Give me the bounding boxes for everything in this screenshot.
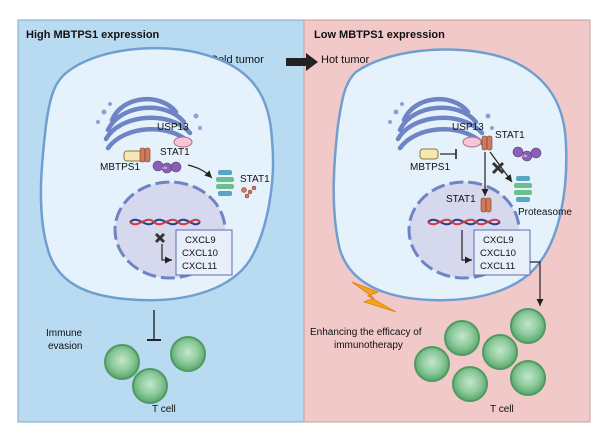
right-tcell-label: T cell — [490, 404, 514, 415]
right-proteasome-label: Proteasome — [518, 207, 572, 218]
left-transcription-arrow — [161, 244, 172, 264]
enhancing-label: Enhancing the efficacy of — [310, 327, 422, 338]
right-blocked-x — [491, 161, 505, 175]
left-inhibition-x — [154, 232, 166, 244]
hot-tumor-label: Hot tumor — [321, 54, 370, 66]
right-stat1-label: STAT1 — [495, 130, 525, 141]
right-stat1-nuclear — [480, 197, 487, 213]
left-mbtps1-label: MBTPS1 — [100, 162, 140, 173]
left-stat1-label: STAT1 — [160, 147, 190, 158]
right-stat1-nuc-label: STAT1 — [446, 194, 476, 205]
right-gene-cxcl10: CXCL10 — [480, 248, 516, 259]
right-gene-cxcl9: CXCL9 — [483, 235, 514, 246]
immune-label: Immune — [46, 328, 83, 339]
left-stat1-fragments — [241, 185, 257, 199]
right-gene-cxcl11: CXCL11 — [480, 261, 515, 272]
left-panel-title: High MBTPS1 expression — [26, 29, 160, 41]
right-secretion-arrow — [530, 261, 544, 306]
left-dna — [129, 218, 201, 226]
left-tcells — [104, 336, 206, 404]
right-stat1-protein — [481, 135, 488, 151]
left-gene-cxcl11: CXCL11 — [182, 261, 217, 272]
left-gene-cxcl9: CXCL9 — [185, 235, 216, 246]
left-ubiquitin-chain — [152, 160, 182, 174]
left-genes-box — [175, 229, 233, 276]
right-stat1-protein-b — [486, 135, 493, 151]
transition-arrow — [286, 53, 318, 71]
right-mbtps1 — [419, 148, 439, 160]
right-usp13 — [462, 136, 482, 148]
right-tcells — [414, 308, 546, 402]
right-proteasome — [514, 176, 532, 202]
right-genes-box — [473, 229, 531, 276]
left-degradation-arrow — [187, 164, 213, 179]
left-stat1-protein-b — [144, 147, 151, 163]
right-stat1-nuclear-b — [485, 197, 492, 213]
lightning-icon — [351, 281, 397, 313]
right-ub-label: Ub — [522, 153, 528, 158]
right-dna — [427, 218, 501, 226]
left-stat1-protein — [139, 147, 146, 163]
left-usp13-label: USP13 — [157, 122, 189, 133]
left-mbtps1 — [123, 150, 143, 162]
right-ubiquitin-chain — [512, 146, 542, 162]
immunotherapy-label: immunotherapy — [334, 340, 403, 351]
left-usp13 — [173, 136, 193, 148]
left-tcell-label: T cell — [152, 404, 176, 415]
left-proteasome — [216, 170, 234, 196]
right-mbtps1-label: MBTPS1 — [410, 162, 450, 173]
right-golgi — [395, 97, 485, 151]
right-panel-title: Low MBTPS1 expression — [314, 29, 445, 41]
right-golgi-vesicles — [388, 102, 494, 130]
left-gene-cxcl10: CXCL10 — [182, 248, 218, 259]
right-transcription-arrow — [461, 230, 472, 264]
evasion-label: evasion — [48, 341, 82, 352]
left-golgi-vesicles — [96, 102, 202, 130]
right-usp13-label: USP13 — [452, 122, 484, 133]
left-stat1-cyto-label: STAT1 — [240, 174, 270, 185]
left-ub-label: Ub — [162, 165, 168, 170]
